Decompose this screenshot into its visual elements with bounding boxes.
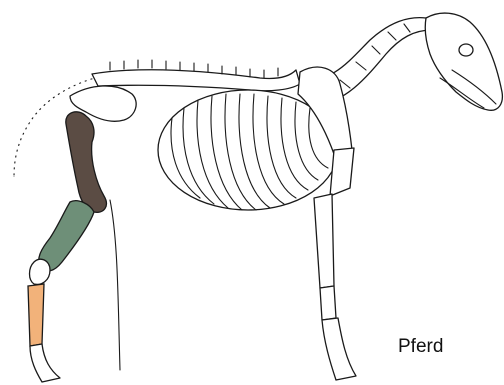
animal-name-label: Pferd xyxy=(398,336,443,358)
hock xyxy=(30,259,51,284)
femur-bone xyxy=(66,112,107,212)
far-hind-leg xyxy=(110,200,120,370)
hind-hoof xyxy=(30,344,60,382)
tibia-bone xyxy=(39,201,94,271)
skull xyxy=(425,13,502,110)
spine xyxy=(92,60,300,91)
metatarsal-bone xyxy=(28,284,44,346)
